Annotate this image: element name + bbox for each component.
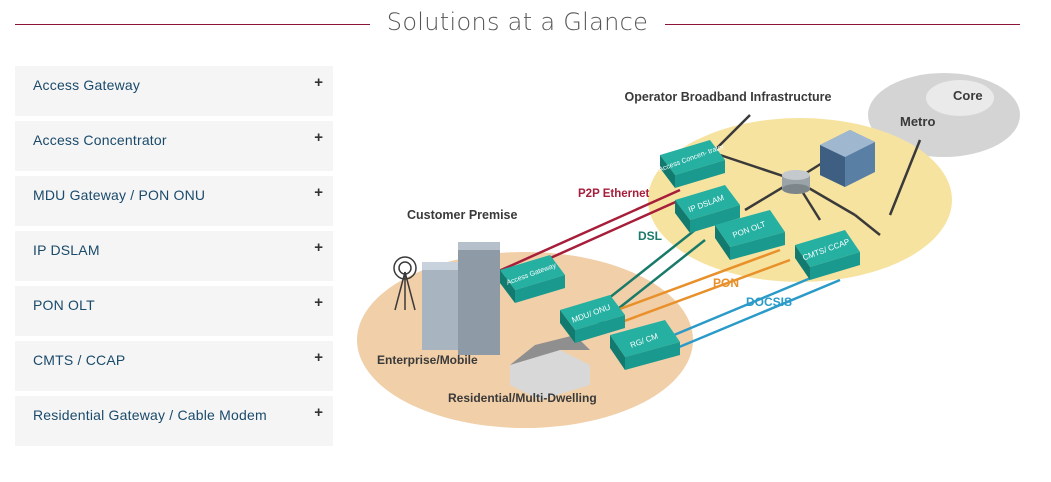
core-zone (926, 80, 994, 116)
metro-label: Metro (900, 114, 935, 129)
expand-plus-icon[interactable]: + (314, 74, 323, 91)
device-access-gateway: Access Gateway (500, 255, 565, 303)
core-label: Core (953, 88, 983, 103)
accordion-item-pon-olt[interactable]: PON OLT + (15, 286, 333, 336)
data-center-icon (820, 130, 875, 187)
accordion-label: Access Concentrator (33, 132, 167, 148)
expand-plus-icon[interactable]: + (314, 294, 323, 311)
page-title: Solutions at a Glance (386, 8, 649, 36)
enterprise-label: Enterprise/Mobile (377, 353, 478, 367)
device-mdu-onu: MDU/ ONU (560, 295, 625, 343)
accordion-item-access-concentrator[interactable]: Access Concentrator + (15, 121, 333, 171)
expand-plus-icon[interactable]: + (314, 129, 323, 146)
expand-plus-icon[interactable]: + (314, 239, 323, 256)
heading-rule-right (665, 24, 1020, 25)
pon-link (599, 258, 791, 332)
expand-plus-icon[interactable]: + (314, 404, 323, 421)
solutions-accordion: Access Gateway + Access Concentrator + M… (15, 66, 333, 451)
accordion-label: MDU Gateway / PON ONU (33, 187, 206, 203)
cell-tower-icon (393, 256, 417, 311)
section-heading: Solutions at a Glance (0, 0, 1051, 48)
heading-rule-left (15, 24, 370, 25)
office-building-icon (422, 242, 500, 355)
accordion-label: Access Gateway (33, 77, 141, 93)
docsis-label: DOCSIS (746, 295, 792, 309)
accordion-item-residential-gateway[interactable]: Residential Gateway / Cable Modem + (15, 396, 333, 446)
accordion-item-access-gateway[interactable]: Access Gateway + (15, 66, 333, 116)
pon-label: PON (713, 276, 739, 290)
p2p-ethernet-label: P2P Ethernet (578, 188, 650, 200)
router-icon (782, 170, 810, 194)
p2p-link (489, 188, 681, 277)
accordion-item-mdu-gateway[interactable]: MDU Gateway / PON ONU + (15, 176, 333, 226)
pon-link (589, 248, 781, 322)
expand-plus-icon[interactable]: + (314, 349, 323, 366)
operator-zone-label-text: Operator Broadband Infrastructure (625, 90, 832, 104)
device-rg-cm: RG/ CM (610, 320, 680, 370)
access-links (489, 188, 841, 357)
dsl-label: DSL (638, 229, 662, 243)
device-cmts-ccap: CMTS/ CCAP (795, 230, 860, 280)
accordion-item-cmts-ccap[interactable]: CMTS / CCAP + (15, 341, 333, 391)
customer-zone-label: Customer Premise (407, 208, 518, 222)
docsis-link (659, 278, 841, 357)
accordion-label: Residential Gateway / Cable Modem (33, 407, 267, 423)
docsis-link (649, 268, 831, 347)
accordion-item-ip-dslam[interactable]: IP DSLAM + (15, 231, 333, 281)
house-icon (510, 335, 590, 400)
residential-label: Residential/Multi-Dwelling (448, 391, 597, 405)
expand-plus-icon[interactable]: + (314, 184, 323, 201)
accordion-label: PON OLT (33, 297, 95, 313)
device-ip-dslam: IP DSLAM (675, 185, 740, 233)
broadband-network-diagram: Access Concen- trator IP DSLAM PON OLT C… (357, 73, 1020, 428)
accordion-label: CMTS / CCAP (33, 352, 126, 368)
accordion-label: IP DSLAM (33, 242, 100, 258)
device-pon-olt: PON OLT (715, 210, 785, 260)
operator-zone-label: Operator Broadband Infrastructure (625, 90, 832, 104)
